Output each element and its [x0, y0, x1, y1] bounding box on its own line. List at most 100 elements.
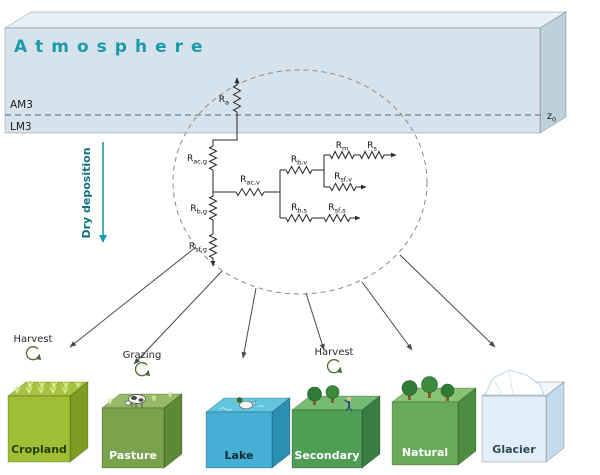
duck-body	[239, 400, 253, 410]
resistor-rs	[359, 150, 385, 160]
resistor-rb-s	[285, 213, 313, 223]
label-main: R	[291, 155, 297, 165]
tree-canopy	[421, 376, 438, 393]
label-sub: ac,v	[246, 179, 260, 187]
cow-spot	[138, 398, 144, 402]
label-main: R	[219, 95, 225, 105]
tree-icon	[401, 380, 418, 400]
resistor-rsf-g-label: Rsf,g	[189, 242, 207, 254]
person-head	[346, 396, 352, 402]
surface-secondary: Secondary Harvest	[290, 347, 382, 469]
duck-icon	[233, 397, 257, 410]
lake-front-face	[205, 411, 273, 469]
pasture-front-face	[101, 407, 165, 469]
duck-tail	[251, 399, 257, 406]
resistor-rsf-g	[208, 233, 218, 259]
label-main: R	[190, 204, 196, 214]
resistance-network: Ra Rac,g Rb,g Rsf,g Rac,v Rb,v Rm Rs Rsf…	[187, 77, 397, 267]
label-main: R	[291, 203, 297, 213]
layer-lm3-label: LM3	[10, 121, 32, 133]
resistor-rac-g-label: Rac,g	[187, 154, 207, 166]
roughness-height-label: z0	[547, 111, 556, 124]
duck-beak	[233, 399, 237, 402]
label-main: R	[334, 172, 340, 182]
tree-canopy	[325, 385, 340, 399]
tree-icon	[325, 385, 340, 403]
resistor-rsf-v	[329, 182, 357, 192]
natural-front-face	[391, 401, 459, 466]
person-arm	[344, 399, 350, 404]
arrow-to-pasture	[133, 270, 223, 365]
cropland-harvest-label: Harvest	[14, 334, 53, 345]
tree-trunk	[313, 398, 316, 405]
arrow-to-lake	[241, 287, 257, 359]
label-main: R	[336, 141, 342, 151]
glacier-front-face	[481, 395, 547, 463]
cropland-front-face	[7, 395, 71, 463]
surface-cropland: Cropland Harvest	[6, 334, 90, 463]
cow-head	[124, 400, 132, 406]
label-sub: m	[342, 145, 348, 153]
resistor-rm	[329, 150, 355, 160]
duck-head	[236, 397, 243, 403]
harvest-cycle-icon	[326, 359, 343, 374]
atmosphere-box: Atmosphere AM3 LM3 z0	[3, 11, 568, 134]
arrow-to-secondary	[305, 292, 325, 351]
resistor-rsf-s-label: Rsf,s	[328, 203, 346, 215]
label-main: R	[367, 141, 373, 151]
label-sub: b,v	[297, 159, 307, 167]
dry-deposition-label: Dry deposition	[80, 147, 93, 238]
label-sub: s	[373, 145, 377, 153]
lake-label: Lake	[225, 449, 254, 462]
secondary-front-face	[291, 409, 363, 469]
resistor-rsf-s	[323, 213, 351, 223]
cropland-label: Cropland	[11, 443, 67, 456]
resistor-rac-v-label: Rac,v	[240, 175, 260, 187]
resistor-rm-label: Rm	[336, 141, 349, 153]
glacier-side-face	[545, 381, 565, 463]
tree-trunk	[331, 396, 334, 403]
resistor-rb-g	[208, 195, 218, 221]
tree-trunk	[446, 394, 449, 401]
surface-arrows	[69, 246, 496, 365]
natural-side-face	[457, 387, 477, 466]
resistor-ra-label: Ra	[219, 95, 229, 107]
resistor-rs-label: Rs	[367, 141, 377, 153]
wire	[212, 112, 238, 146]
surface-lake: Lake	[204, 397, 292, 469]
surface-pasture: Pasture Grazing	[100, 350, 184, 469]
arrow-to-cropland	[69, 246, 197, 348]
tree-canopy	[401, 380, 418, 396]
label-main: R	[187, 154, 193, 164]
arrow-to-glacier	[399, 254, 496, 348]
tree-canopy	[307, 386, 322, 402]
resistor-rb-s-label: Rb,s	[291, 203, 307, 215]
z-main: z	[547, 111, 552, 122]
tree-icon	[307, 386, 322, 405]
grazing-cycle-icon	[134, 362, 151, 377]
label-sub: ac,g	[193, 158, 207, 166]
tree-canopy	[440, 383, 455, 398]
resistor-rb-g-label: Rb,g	[190, 204, 207, 216]
cow-icon	[124, 394, 146, 408]
resistor-rac-v	[235, 187, 265, 197]
cropland-side-face	[69, 381, 89, 463]
tree-trunk	[408, 392, 411, 400]
tree-icon	[440, 383, 455, 401]
cow-spot	[131, 396, 137, 400]
secondary-harvest-label: Harvest	[315, 347, 354, 358]
natural-label: Natural	[402, 446, 448, 459]
ice-facets	[492, 369, 514, 396]
surface-natural: Natural	[390, 376, 478, 466]
label-main: R	[328, 203, 334, 213]
person-leg	[348, 406, 353, 412]
label-main: R	[189, 242, 195, 252]
resistor-rsf-v-label: Rsf,v	[334, 172, 352, 184]
ice-icon	[484, 369, 545, 396]
person-icon	[344, 396, 353, 412]
crop-rows-icon	[13, 380, 82, 394]
z-sub: 0	[552, 116, 556, 124]
water-waves-icon	[219, 405, 265, 411]
